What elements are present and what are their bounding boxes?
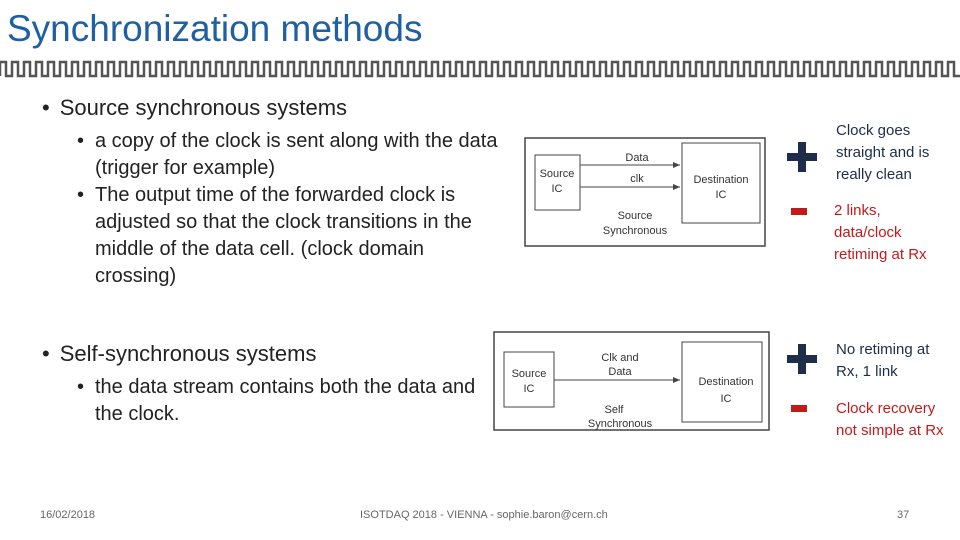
source-ic-box bbox=[503, 351, 555, 408]
bullet-self-synchronous: • Self-synchronous systems bbox=[42, 341, 316, 367]
sub-bullet: •the data stream contains both the data … bbox=[77, 376, 476, 425]
destination-ic-box bbox=[681, 142, 761, 224]
decorative-wave-line bbox=[0, 60, 960, 78]
source-ic-label-1: Source bbox=[512, 368, 547, 380]
caption-2: Synchronous bbox=[588, 418, 653, 430]
plus-icon bbox=[787, 142, 817, 172]
caption-1: Source bbox=[618, 210, 653, 222]
minus-icon bbox=[791, 405, 807, 412]
source-ic-box bbox=[534, 154, 581, 211]
minus-icon bbox=[791, 208, 807, 215]
source-ic-label-1: Source bbox=[540, 168, 575, 180]
data-arrow bbox=[673, 162, 680, 168]
sub-bullets-self-synchronous: •the data stream contains both the data … bbox=[77, 374, 487, 428]
source-ic-label-2: IC bbox=[552, 183, 563, 195]
slide-number: 37 bbox=[897, 509, 910, 521]
source-ic-label-2: IC bbox=[524, 383, 535, 395]
clk-arrow bbox=[673, 184, 680, 190]
slide-title: Synchronization methods bbox=[7, 8, 423, 49]
source-synchronous-diagram: Source IC Destination IC Data clk Source… bbox=[524, 137, 766, 247]
sub-bullet: •The output time of the forwarded clock … bbox=[77, 184, 472, 287]
link-label-1: Clk and bbox=[601, 352, 638, 364]
destination-ic-label-1: Destination bbox=[698, 376, 753, 388]
data-label: Data bbox=[625, 152, 649, 164]
source-sync-advantage: Clock goes straight and is really clean bbox=[836, 122, 930, 183]
destination-ic-label-2: IC bbox=[721, 393, 732, 405]
bullet-source-synchronous: • Source synchronous systems bbox=[42, 95, 347, 121]
footer-center: ISOTDAQ 2018 - VIENNA - sophie.baron@cer… bbox=[360, 509, 608, 521]
bullet-text: Self-synchronous systems bbox=[59, 341, 317, 366]
clk-data-arrow bbox=[673, 377, 680, 383]
caption-2: Synchronous bbox=[603, 225, 668, 237]
footer-date: 16/02/2018 bbox=[40, 509, 96, 521]
clk-label: clk bbox=[630, 173, 644, 185]
self-synchronous-diagram: Source IC Destination IC Clk and Data Se… bbox=[493, 331, 770, 431]
destination-ic-label-2: IC bbox=[716, 189, 727, 201]
source-sync-disadvantage: 2 links, data/clock retiming at Rx bbox=[834, 202, 927, 263]
sub-bullets-source-synchronous: •a copy of the clock is sent along with … bbox=[77, 128, 507, 290]
link-label-2: Data bbox=[608, 366, 632, 378]
destination-ic-box bbox=[681, 341, 763, 423]
destination-ic-label-1: Destination bbox=[693, 174, 748, 186]
bullet-text: Source synchronous systems bbox=[59, 95, 348, 120]
bullet-dot: • bbox=[42, 95, 50, 120]
self-sync-advantage: No retiming at Rx, 1 link bbox=[836, 341, 930, 380]
self-sync-disadvantage: Clock recovery not simple at Rx bbox=[836, 400, 944, 439]
caption-1: Self bbox=[605, 404, 625, 416]
plus-icon bbox=[787, 344, 817, 374]
sub-bullet: •a copy of the clock is sent along with … bbox=[77, 130, 498, 179]
bullet-dot: • bbox=[42, 341, 50, 366]
